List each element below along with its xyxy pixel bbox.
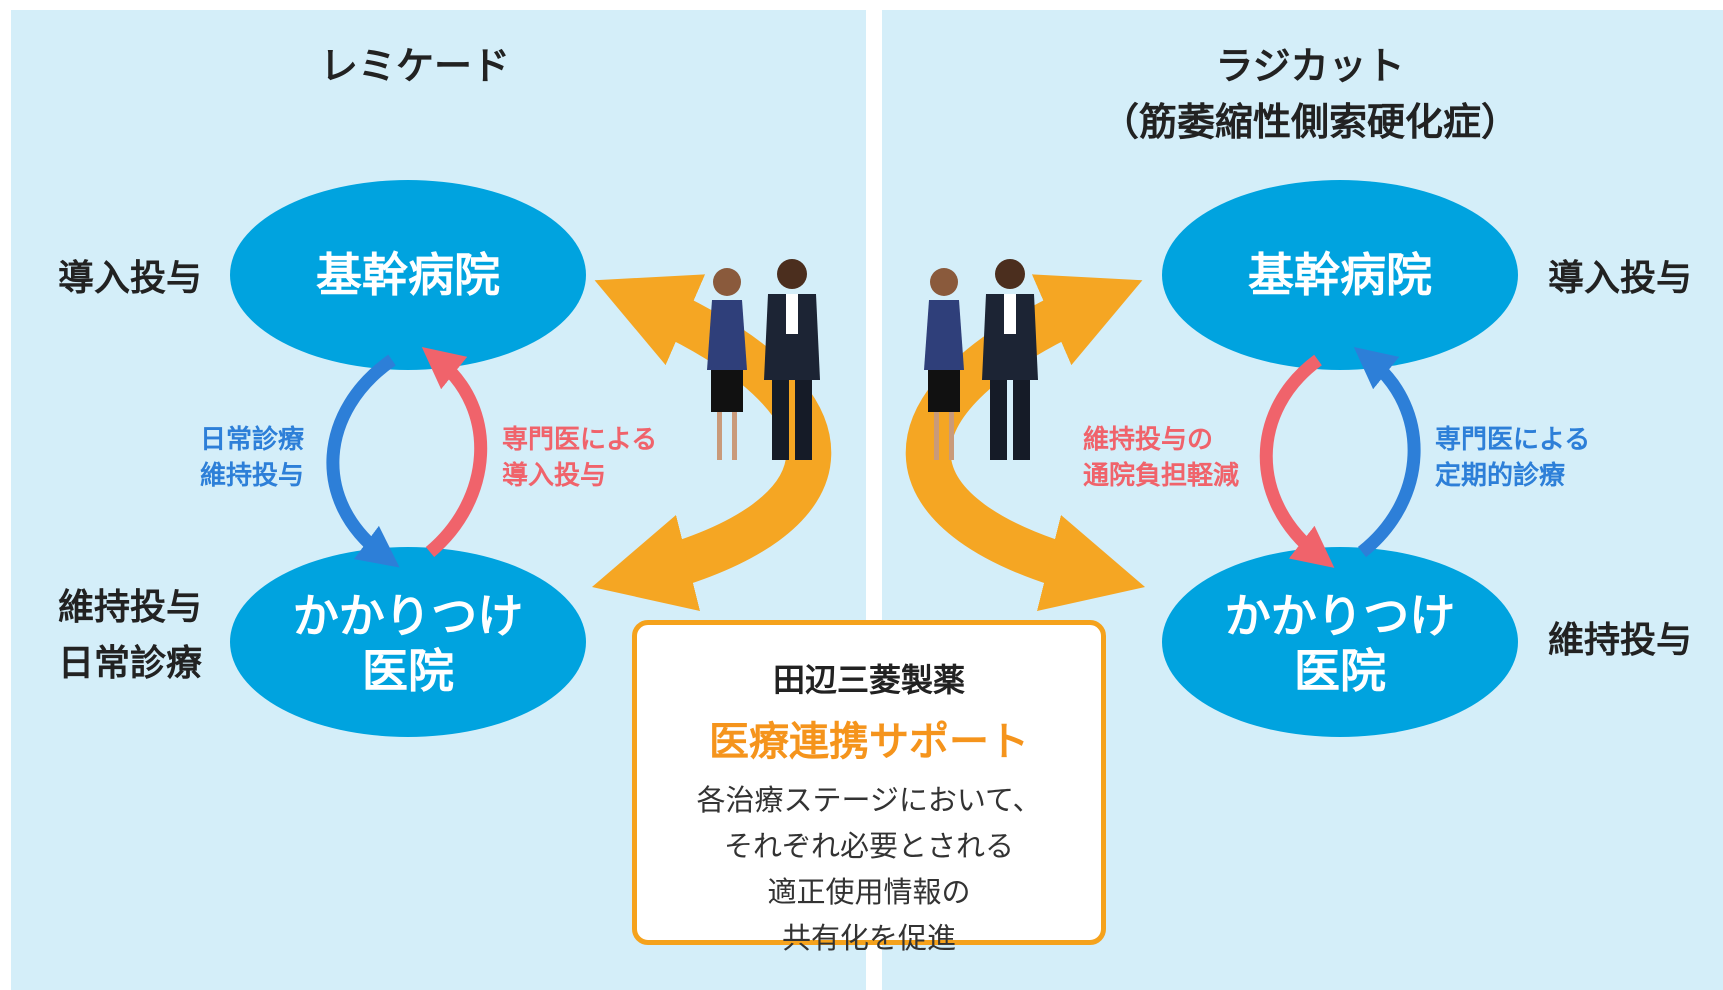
right-title-line2: （筋萎縮性側索硬化症）: [1100, 100, 1519, 144]
right-red-label-line2: 通院負担軽減: [1083, 461, 1240, 491]
left-red-label-line1: 専門医による: [502, 425, 658, 455]
right-title-line1: ラジカット: [1215, 44, 1405, 88]
left-red-label-line2: 導入投与: [502, 461, 607, 491]
left-bottom-node-line1: かかりつけ: [292, 589, 524, 643]
left-top-node: 基幹病院: [316, 248, 500, 302]
right-bottom-node-line2: 医院: [1294, 644, 1386, 698]
left-blue-label-line2: 維持投与: [200, 461, 305, 491]
support-desc-line3: 適正使用情報の: [767, 875, 971, 909]
left-side-bottom-line2: 日常診療: [57, 643, 202, 684]
right-side-bottom: 維持投与: [1547, 620, 1692, 661]
support-description: 各治療ステージにおいて、 それぞれ必要とされる 適正使用情報の 共有化を促進: [637, 777, 1101, 961]
businesswoman-figure-left: [707, 268, 747, 460]
left-side-bottom-line1: 維持投与: [57, 587, 202, 628]
left-blue-label-line1: 日常診療: [200, 425, 305, 455]
right-red-label-line1: 維持投与の: [1083, 425, 1214, 455]
right-bottom-node-line1: かかりつけ: [1224, 589, 1456, 643]
left-side-top: 導入投与: [57, 258, 202, 299]
left-title: レミケード: [319, 44, 510, 88]
businessman-figure-left: [764, 259, 820, 460]
right-top-ellipse: [1162, 180, 1518, 370]
support-company: 田辺三菱製薬: [772, 661, 965, 699]
right-red-arrow: [1259, 354, 1335, 568]
support-desc-line1: 各治療ステージにおいて、: [696, 783, 1042, 817]
left-blue-arrow: [326, 354, 400, 568]
support-desc-line2: それぞれ必要とされる: [723, 829, 1014, 863]
left-bottom-node-line2: 医院: [362, 644, 454, 698]
right-side-top: 導入投与: [1547, 258, 1692, 299]
left-red-arrow: [421, 346, 488, 557]
left-bottom-ellipse: [230, 547, 586, 737]
right-blue-arrow: [1353, 346, 1421, 558]
right-blue-label-line1: 専門医による: [1435, 425, 1591, 455]
support-desc-line4: 共有化を促進: [781, 921, 956, 955]
businessman-figure-right: [982, 259, 1038, 460]
support-title: 医療連携サポート: [709, 719, 1029, 765]
businesswoman-figure-right: [924, 268, 964, 460]
support-box: 田辺三菱製薬 医療連携サポート 各治療ステージにおいて、 それぞれ必要とされる …: [632, 620, 1106, 955]
right-blue-label-line2: 定期的診療: [1435, 461, 1566, 491]
left-top-ellipse: [230, 180, 586, 370]
right-top-node: 基幹病院: [1248, 248, 1432, 302]
right-bottom-ellipse: [1162, 547, 1518, 737]
